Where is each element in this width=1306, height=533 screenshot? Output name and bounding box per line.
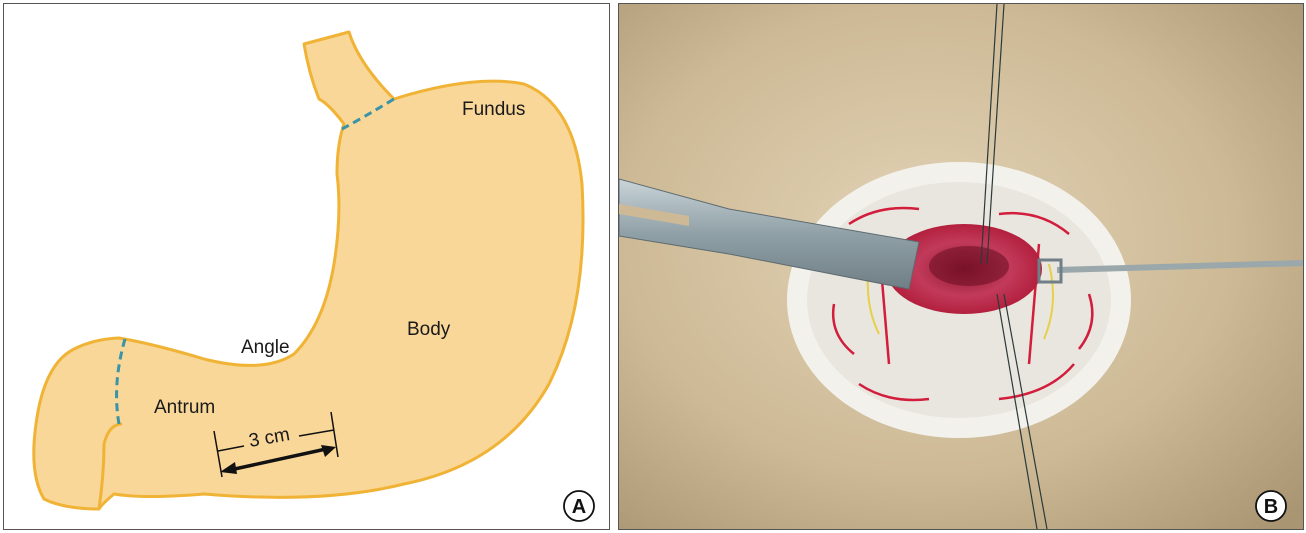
panel-b-badge: B [1256, 491, 1286, 521]
panel-b-badge-letter: B [1264, 496, 1278, 518]
panel-a-badge-letter: A [572, 496, 586, 518]
panel-a-badge: A [564, 491, 594, 521]
stomach-diagram-panel: Fundus Body Angle Antrum 3 cm A [3, 3, 610, 530]
wound-depth [929, 246, 1009, 286]
surgical-photo: B [619, 4, 1303, 529]
surgical-photo-panel: B [618, 3, 1304, 530]
label-antrum: Antrum [154, 397, 215, 418]
label-angle: Angle [241, 337, 290, 358]
stomach-diagram: Fundus Body Angle Antrum 3 cm A [4, 4, 609, 529]
label-body: Body [407, 319, 451, 340]
label-fundus: Fundus [462, 99, 525, 120]
